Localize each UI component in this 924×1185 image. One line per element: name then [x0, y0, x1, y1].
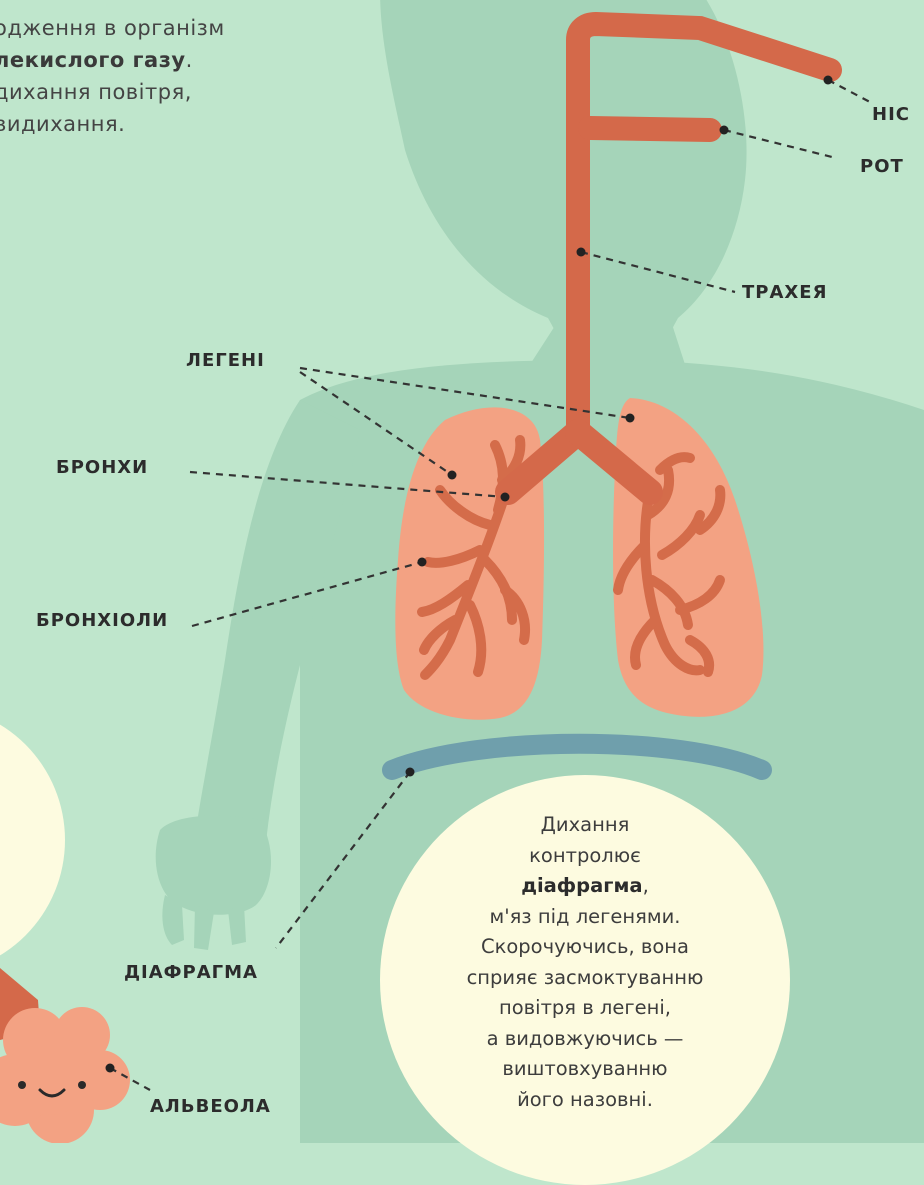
intro-line-2-bold: лекислого газу: [0, 48, 186, 72]
info-line-10: його назовні.: [420, 1085, 750, 1116]
intro-line-2-tail: .: [186, 48, 193, 72]
label-lungs: ЛЕГЕНІ: [186, 350, 265, 371]
info-line-9: виштовхуванню: [420, 1054, 750, 1085]
info-line-7: повітря в легені,: [420, 993, 750, 1024]
label-diaphragm: ДІАФРАГМА: [124, 962, 258, 983]
info-text: Дихання контролює діафрагма, м'яз під ле…: [420, 810, 750, 1115]
side-bubble: [0, 705, 65, 975]
intro-line-4: видихання.: [0, 112, 125, 136]
label-nose: НІС: [872, 104, 910, 125]
info-line-3-tail: ,: [643, 874, 649, 897]
info-line-8: а видовжуючись —: [420, 1024, 750, 1055]
info-line-2: контролює: [420, 841, 750, 872]
info-line-4: м'яз під легенями.: [420, 902, 750, 933]
label-alveolus: АЛЬВЕОЛА: [150, 1096, 271, 1117]
intro-line-3: дихання повітря,: [0, 80, 192, 104]
info-line-3-bold: діафрагма: [521, 874, 642, 897]
info-line-6: сприяє засмоктуванню: [420, 963, 750, 994]
label-bronchi: БРОНХИ: [56, 457, 148, 478]
info-line-5: Скорочуючись, вона: [420, 932, 750, 963]
label-trachea: ТРАХЕЯ: [742, 282, 827, 303]
alveolus-illustration: [0, 968, 130, 1143]
label-bronchioles: БРОНХІОЛИ: [36, 610, 168, 631]
intro-text: одження в організм лекислого газу. дихан…: [0, 12, 294, 140]
info-line-1: Дихання: [420, 810, 750, 841]
intro-line-1: одження в організм: [0, 16, 225, 40]
label-mouth: РОТ: [860, 156, 904, 177]
